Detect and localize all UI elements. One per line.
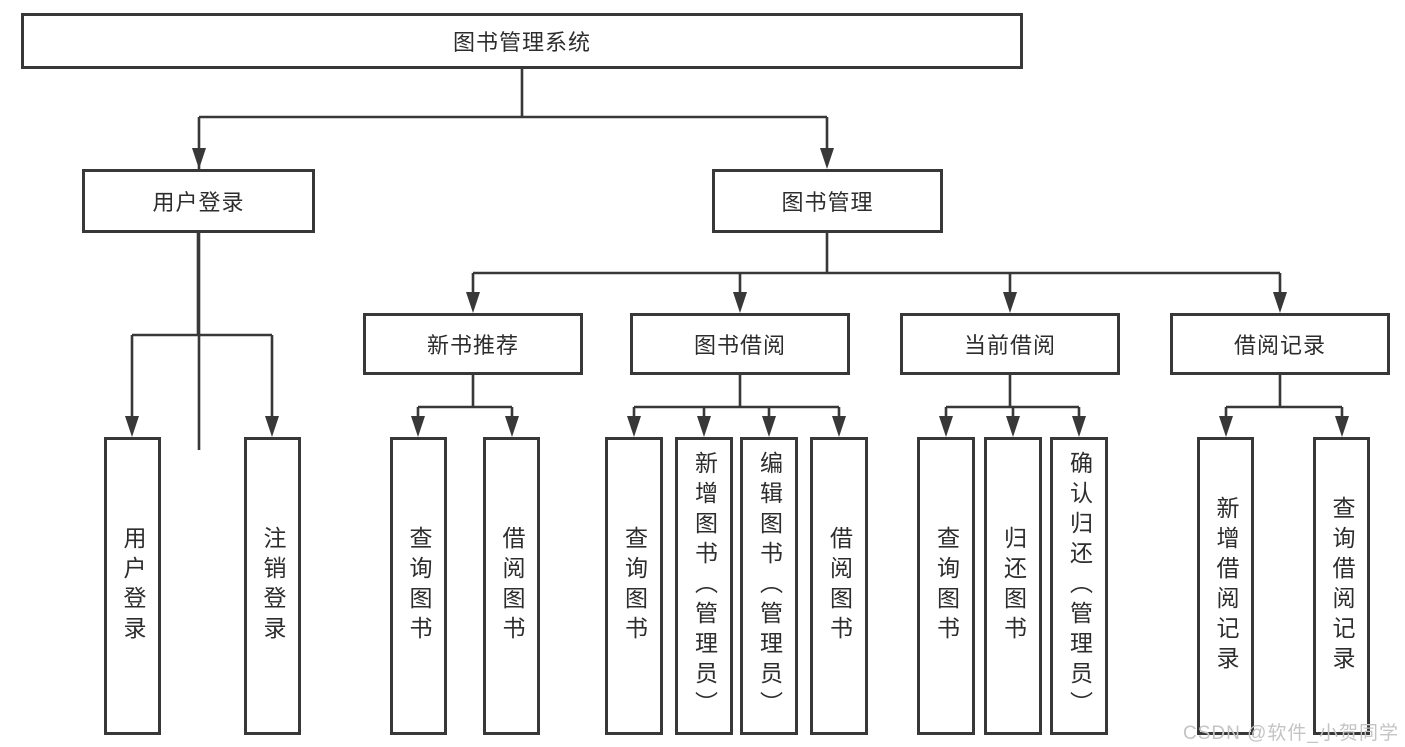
- arrow-down-icon: [466, 292, 480, 313]
- node-borrow-edit-books-admin: 编辑图书（管理员）: [740, 437, 798, 735]
- arrow-down-icon: [820, 148, 834, 169]
- arrow-down-icon: [265, 416, 279, 437]
- node-user-login-branch: 用户登录: [82, 169, 315, 233]
- node-borrow-add-books-admin: 新增图书（管理员）: [675, 437, 733, 735]
- arrow-down-icon: [505, 416, 519, 437]
- arrow-down-icon: [411, 416, 425, 437]
- node-user-login-leaf: 用户登录: [104, 437, 161, 735]
- node-new-book-recommendation: 新书推荐: [363, 313, 583, 375]
- connector-borrow-records-split: [1224, 375, 1344, 418]
- connector-root-split: [197, 69, 829, 450]
- node-borrow-query-books: 查询图书: [605, 437, 663, 735]
- node-borrow-borrow-books: 借阅图书: [810, 437, 868, 735]
- arrow-down-icon: [192, 148, 206, 169]
- node-label: 新增图书（管理员）: [691, 451, 718, 721]
- connector-current-borrow-split: [944, 375, 1081, 418]
- node-label: 借阅记录: [1233, 333, 1326, 358]
- connector-user-login-split: [130, 233, 274, 418]
- node-records-add-record: 新增借阅记录: [1197, 437, 1254, 735]
- arrow-down-icon: [832, 416, 846, 437]
- node-label: 查询图书: [621, 526, 648, 646]
- node-current-return-books: 归还图书: [984, 437, 1042, 735]
- node-book-borrowing: 图书借阅: [630, 313, 850, 375]
- node-label: 查询图书: [933, 526, 960, 646]
- node-label: 查询借阅记录: [1329, 496, 1355, 676]
- node-label: 图书借阅: [693, 333, 786, 358]
- node-current-borrowing: 当前借阅: [900, 313, 1120, 375]
- connector-book-borrow-split: [632, 375, 841, 418]
- arrow-down-icon: [1219, 416, 1233, 437]
- node-current-confirm-return-admin: 确认归还（管理员）: [1050, 437, 1108, 735]
- node-label: 编辑图书（管理员）: [756, 451, 783, 721]
- node-label: 查询图书: [406, 526, 432, 646]
- node-current-query-books: 查询图书: [917, 437, 975, 735]
- arrow-down-icon: [762, 416, 776, 437]
- arrow-down-icon: [733, 292, 747, 313]
- node-label: 借阅图书: [826, 526, 853, 646]
- node-records-query-record: 查询借阅记录: [1313, 437, 1370, 735]
- node-rec-query-books: 查询图书: [390, 437, 447, 735]
- node-label: 图书管理系统: [452, 30, 591, 55]
- arrow-down-icon: [1335, 416, 1349, 437]
- node-label: 归还图书: [1000, 526, 1027, 646]
- arrowheads: [125, 148, 1349, 437]
- arrow-down-icon: [939, 416, 953, 437]
- connector-new-book-rec-split: [416, 375, 514, 418]
- node-borrowing-records: 借阅记录: [1170, 313, 1390, 375]
- node-label: 图书管理: [781, 190, 874, 215]
- arrow-down-icon: [1006, 416, 1020, 437]
- node-label: 借阅图书: [499, 526, 525, 646]
- node-rec-borrow-books: 借阅图书: [483, 437, 540, 735]
- node-label: 新书推荐: [426, 333, 519, 358]
- arrow-down-icon: [1072, 416, 1086, 437]
- node-library-management-system: 图书管理系统: [21, 13, 1023, 69]
- node-label: 用户登录: [152, 190, 245, 215]
- arrow-down-icon: [627, 416, 641, 437]
- arrow-down-icon: [697, 416, 711, 437]
- node-label: 用户登录: [120, 526, 146, 646]
- node-book-management-branch: 图书管理: [712, 169, 943, 233]
- connector-book-mgmt-split: [471, 233, 1282, 294]
- node-label: 确认归还（管理员）: [1066, 451, 1093, 721]
- node-label: 当前借阅: [963, 333, 1056, 358]
- arrow-down-icon: [1273, 292, 1287, 313]
- arrow-down-icon: [1003, 292, 1017, 313]
- arrow-down-icon: [125, 416, 139, 437]
- node-label: 注销登录: [260, 526, 286, 646]
- node-logout-leaf: 注销登录: [244, 437, 301, 735]
- node-label: 新增借阅记录: [1213, 496, 1239, 676]
